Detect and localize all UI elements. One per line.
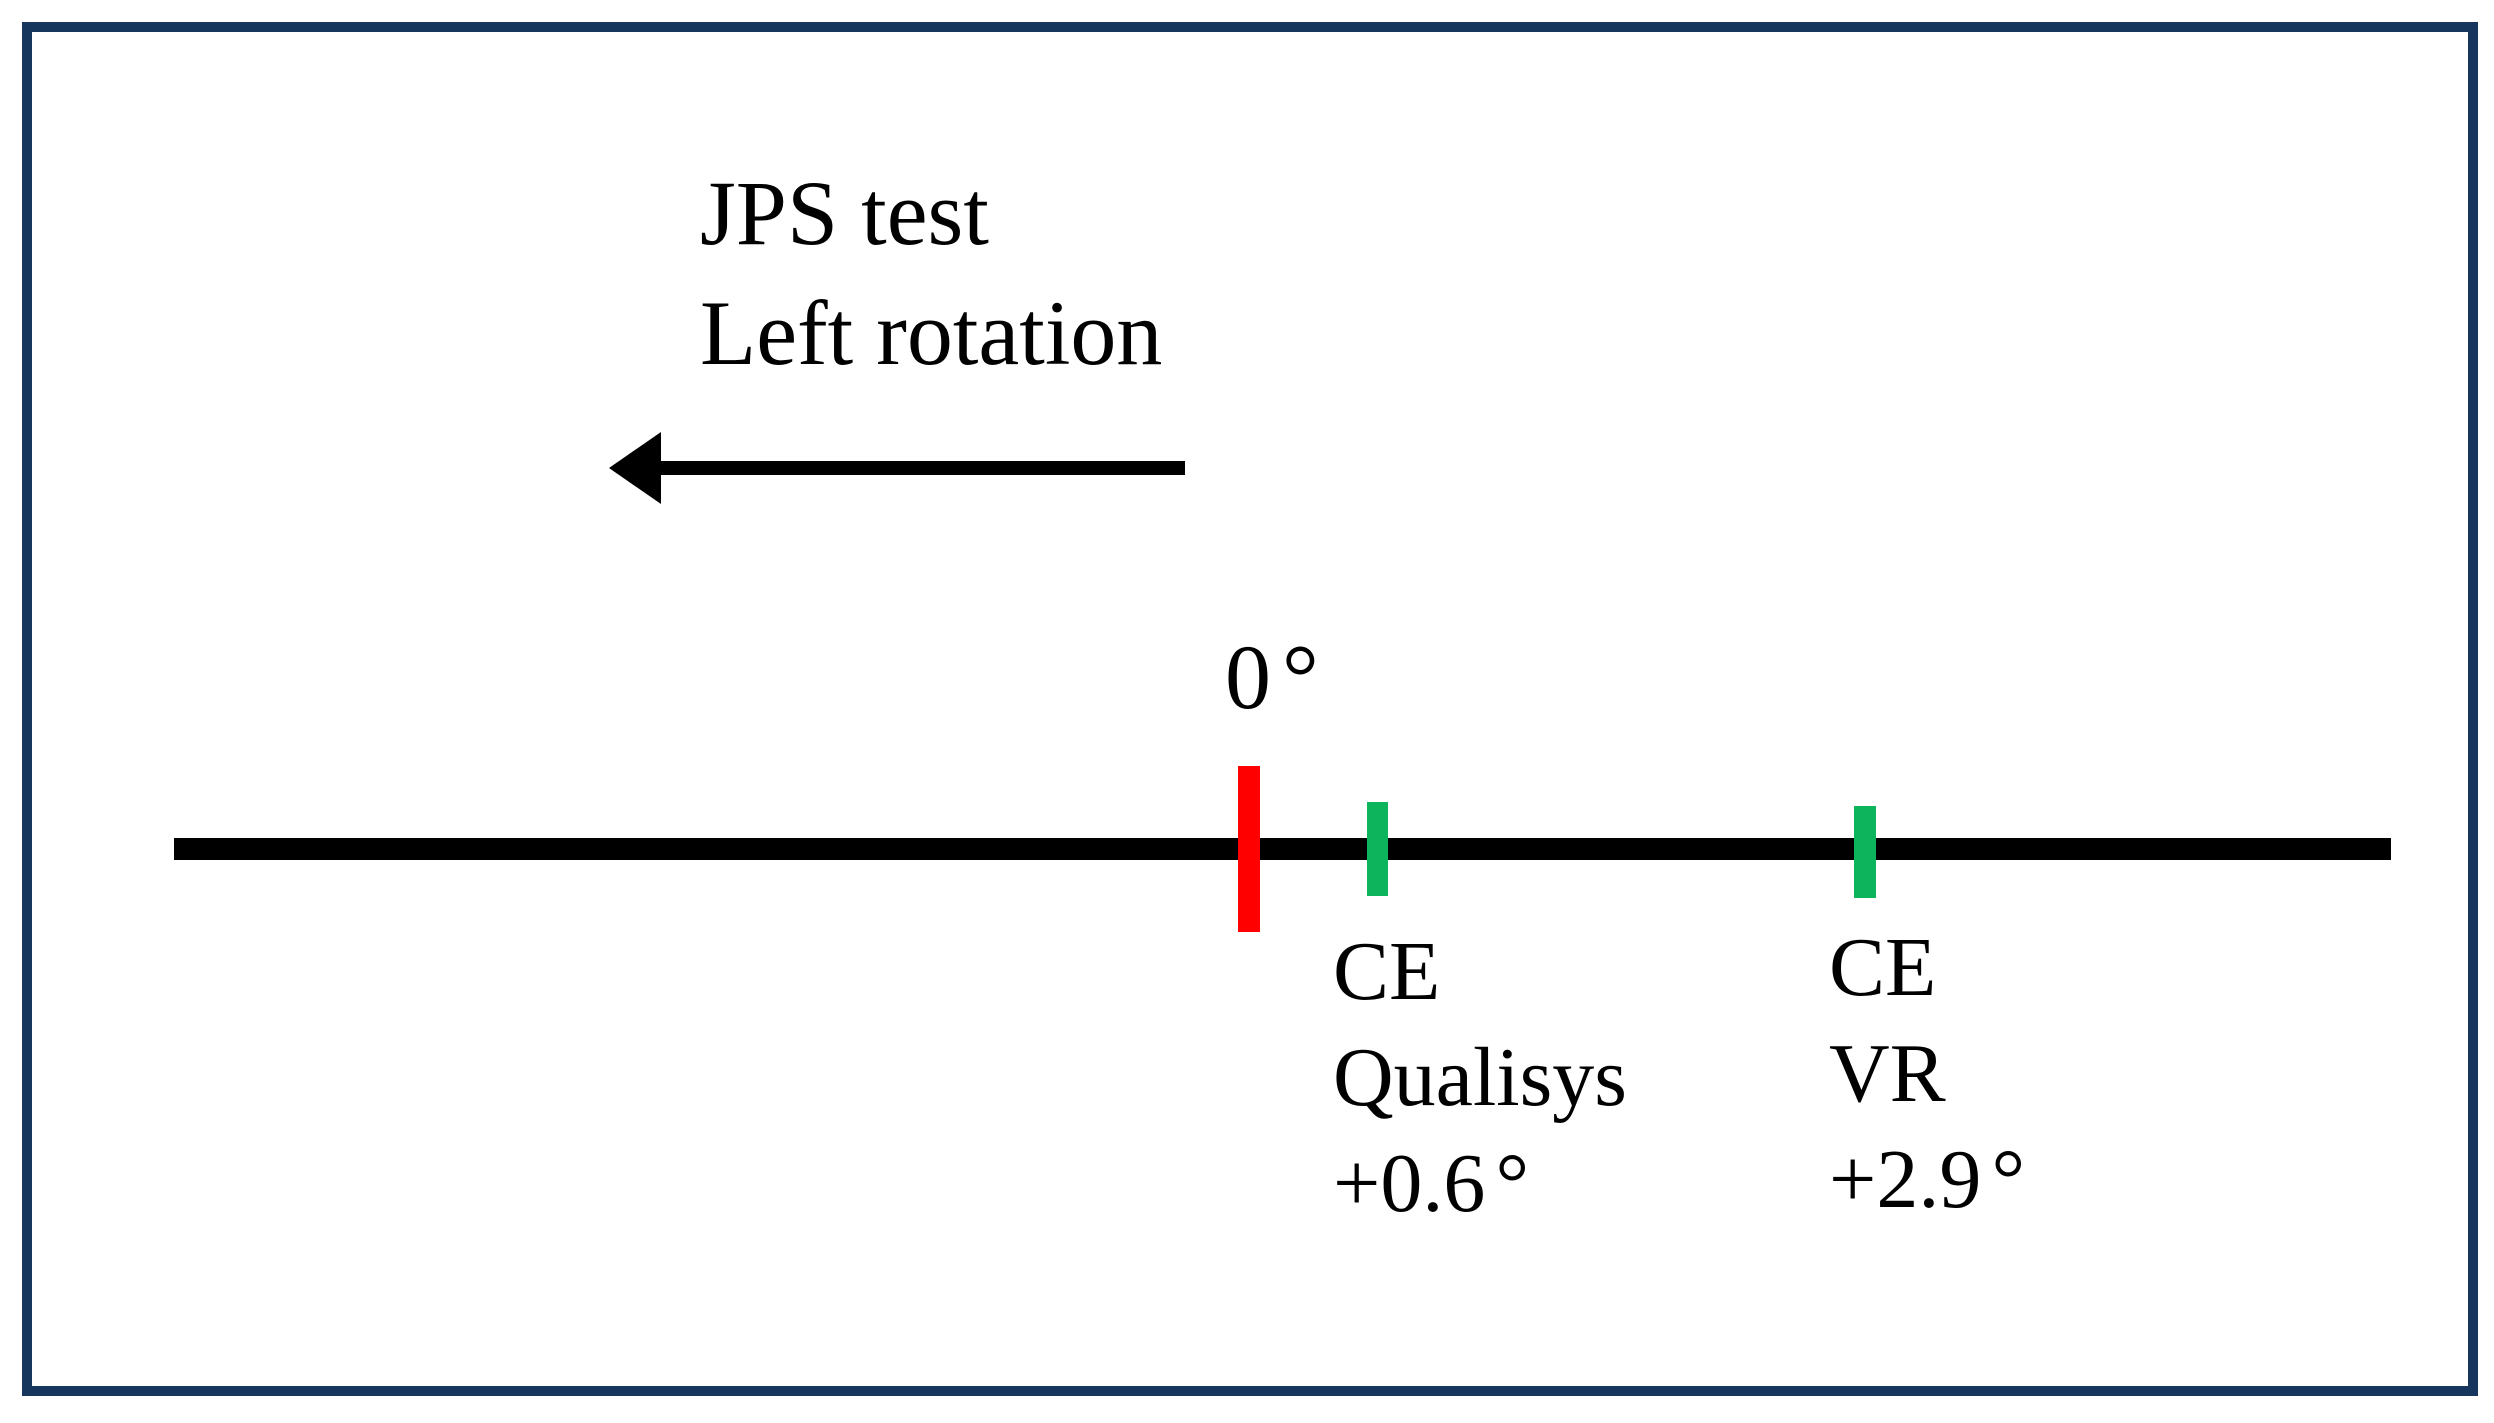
zero-degree-label: 0° xyxy=(1225,622,1319,732)
ce-vr-line2: VR xyxy=(1829,1027,1946,1120)
ce-qualisys-label: CE Qualisys +0.6° xyxy=(1333,919,1627,1237)
ce-qualisys-tick-marker xyxy=(1367,802,1388,896)
ce-vr-line1: CE xyxy=(1829,921,1937,1014)
test-name-text: JPS test xyxy=(700,162,989,264)
degree-symbol: ° xyxy=(1282,626,1319,728)
figure-frame xyxy=(22,22,2478,1396)
zero-value: 0 xyxy=(1225,626,1271,728)
ce-vr-value: +2.9° xyxy=(1829,1133,2026,1226)
ce-qualisys-line1: CE xyxy=(1333,925,1441,1018)
degree-symbol: ° xyxy=(1495,1137,1530,1230)
ce-vr-label: CE VR +2.9° xyxy=(1829,915,2025,1233)
test-direction-label: JPS test Left rotation xyxy=(700,153,1162,393)
ce-vr-tick-marker xyxy=(1854,806,1876,898)
ce-qualisys-line2: Qualisys xyxy=(1333,1031,1627,1124)
ce-qualisys-value: +0.6° xyxy=(1333,1137,1530,1230)
rotation-direction-text: Left rotation xyxy=(700,282,1163,384)
zero-tick-marker xyxy=(1238,766,1260,932)
left-rotation-arrow-head-icon xyxy=(609,432,661,504)
rotation-angle-axis-line xyxy=(174,838,2391,860)
degree-symbol: ° xyxy=(1991,1133,2026,1226)
left-rotation-arrow-shaft xyxy=(658,461,1185,475)
